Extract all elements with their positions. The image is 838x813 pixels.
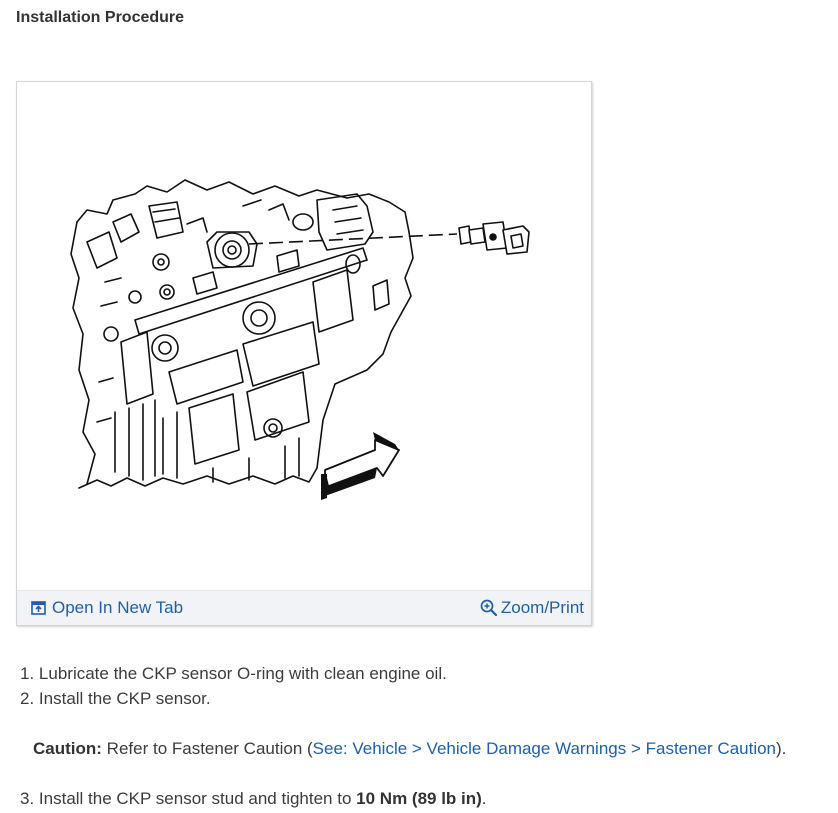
- figure-toolbar: Open In New Tab Zoom/Print: [17, 590, 591, 625]
- procedure-steps-1: 1. Lubricate the CKP sensor O-ring with …: [20, 661, 447, 711]
- open-in-new-tab-icon: [31, 601, 46, 615]
- zoom-print-label: Zoom/Print: [500, 598, 584, 617]
- step-item: 1. Lubricate the CKP sensor O-ring with …: [20, 661, 447, 686]
- open-in-new-tab-link[interactable]: Open In New Tab: [31, 598, 183, 618]
- caution-text-end: ).: [776, 739, 787, 758]
- torque-spec: 10 Nm (89 lb in): [356, 789, 482, 808]
- figure-container: Open In New Tab Zoom/Print: [16, 81, 592, 626]
- step-text: Install the CKP sensor.: [38, 689, 211, 708]
- step-item: 2. Install the CKP sensor.: [20, 686, 447, 711]
- step-number: 1.: [20, 664, 35, 683]
- caution-label: Caution:: [33, 739, 102, 758]
- fastener-caution-link[interactable]: See: Vehicle > Vehicle Damage Warnings >…: [312, 739, 777, 758]
- caution-text: Refer to Fastener Caution (: [106, 739, 313, 758]
- step-number: 2.: [20, 689, 35, 708]
- step-text: Lubricate the CKP sensor O-ring with cle…: [38, 664, 447, 683]
- open-in-new-tab-label: Open In New Tab: [52, 598, 184, 617]
- step-text-end: .: [481, 789, 487, 808]
- caution-note: Caution: Refer to Fastener Caution (See:…: [33, 736, 786, 761]
- zoom-in-icon: [480, 599, 497, 617]
- section-heading: Installation Procedure: [16, 9, 185, 26]
- step-item: 3. Install the CKP sensor stud and tight…: [20, 786, 487, 811]
- zoom-print-link[interactable]: Zoom/Print: [480, 598, 584, 618]
- step-text: Install the CKP sensor stud and tighten …: [38, 789, 352, 808]
- engine-ckp-sensor-illustration: [70, 179, 530, 500]
- procedure-steps-2: 3. Install the CKP sensor stud and tight…: [20, 786, 487, 811]
- step-number: 3.: [20, 789, 35, 808]
